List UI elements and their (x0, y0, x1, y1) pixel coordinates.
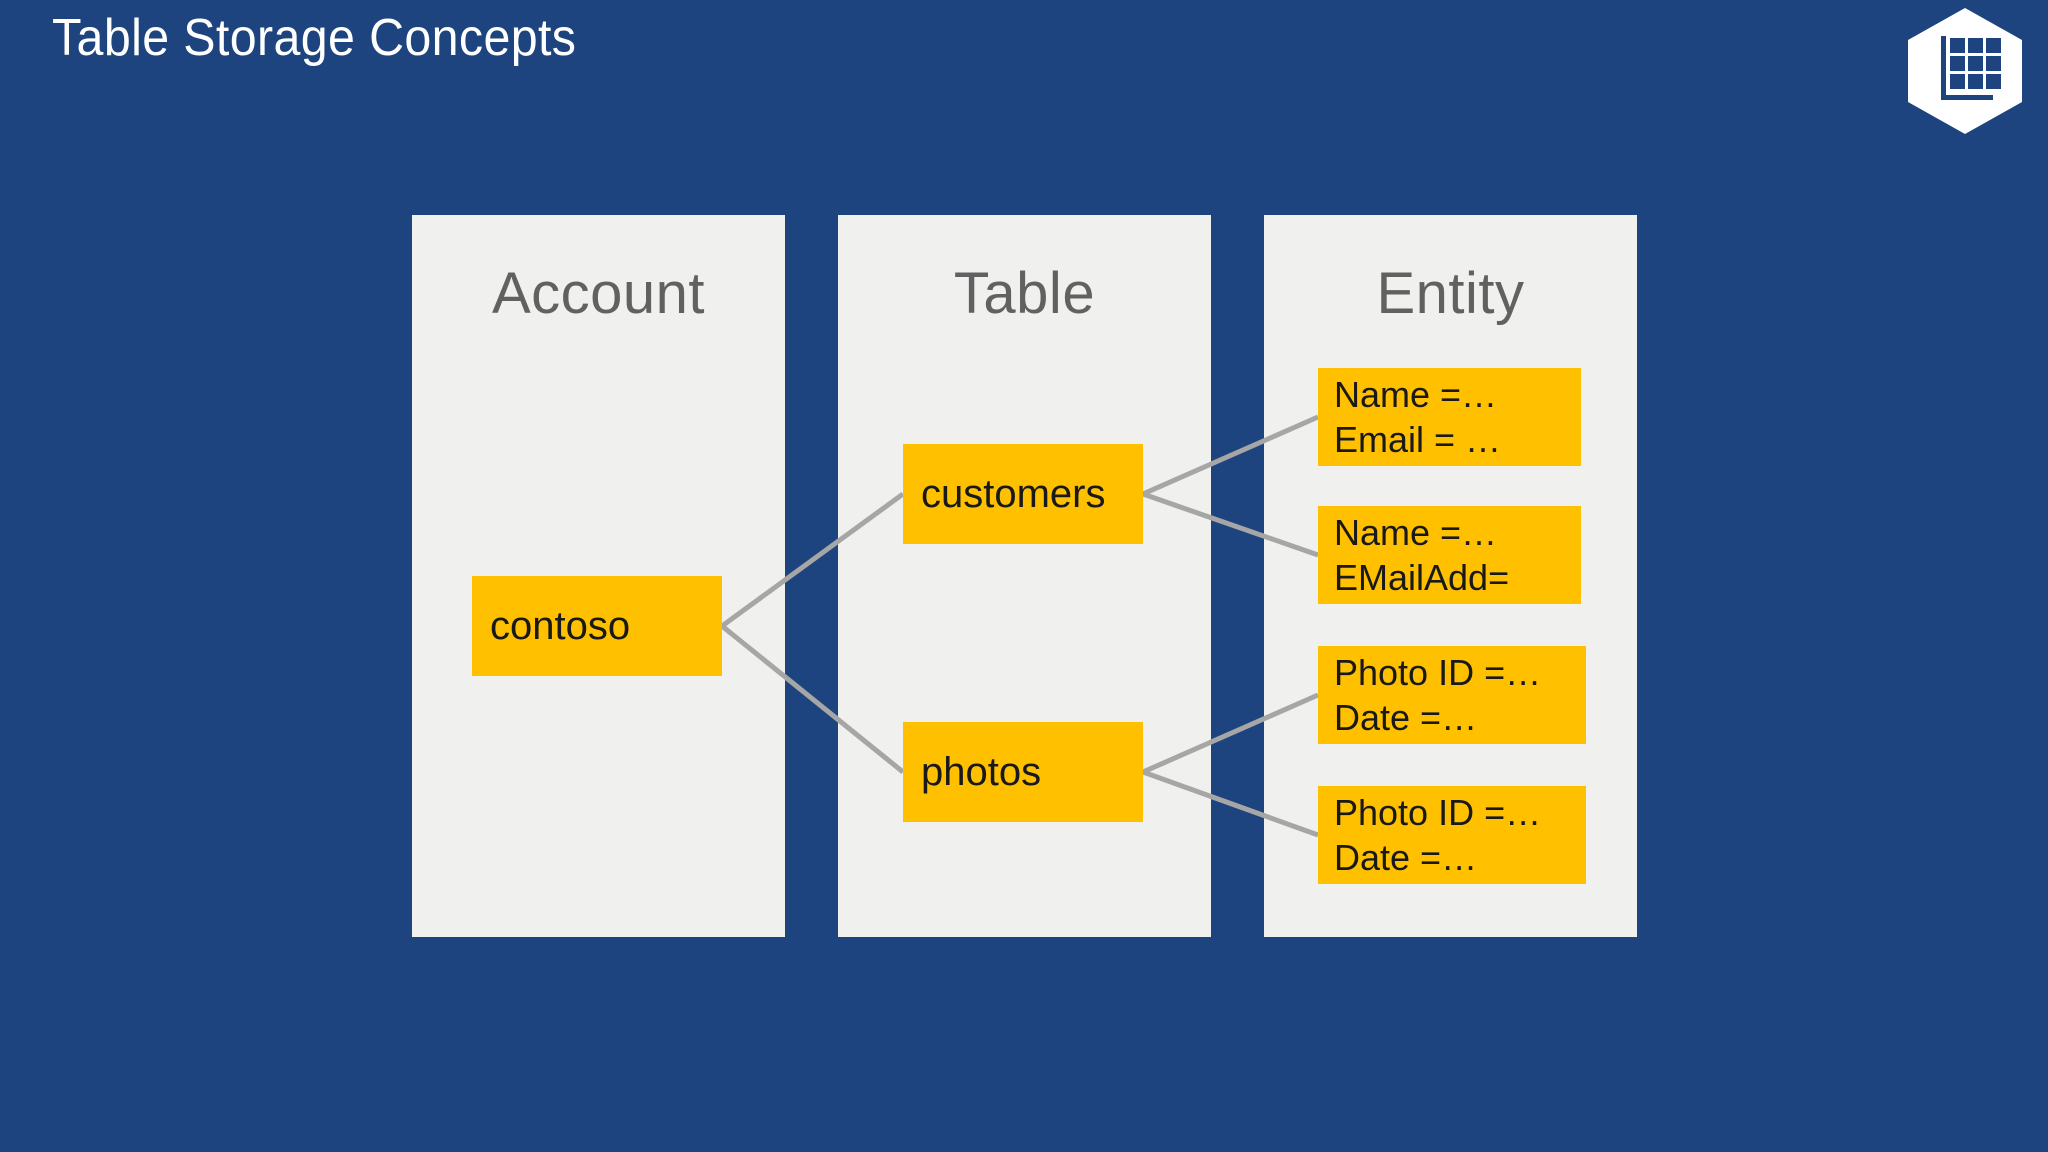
node-label-line2: Date =… (1334, 697, 1478, 738)
node-entity-1[interactable]: Name =… EMailAdd= (1318, 506, 1581, 604)
panel-table: Table (838, 215, 1211, 937)
node-label-line1: Photo ID =… (1334, 651, 1542, 693)
node-label-line1: Photo ID =… (1334, 791, 1542, 833)
node-photos[interactable]: photos (903, 722, 1143, 822)
node-label-line2: EMailAdd= (1334, 557, 1510, 598)
node-label: customers (921, 472, 1106, 516)
node-entity-2[interactable]: Photo ID =… Date =… (1318, 646, 1586, 744)
node-entity-3[interactable]: Photo ID =… Date =… (1318, 786, 1586, 884)
node-label-line1: Name =… (1334, 373, 1498, 415)
node-customers[interactable]: customers (903, 444, 1143, 544)
azure-table-storage-hexagon-icon (1908, 8, 2022, 134)
node-label: photos (921, 750, 1042, 794)
page-title: Table Storage Concepts (52, 9, 577, 67)
node-label-line1: Name =… (1334, 511, 1498, 553)
node-label: contoso (490, 604, 631, 648)
node-label-line2: Date =… (1334, 837, 1478, 878)
panel-header-table: Table (953, 261, 1096, 326)
node-contoso[interactable]: contoso (472, 576, 722, 676)
panel-header-entity: Entity (1376, 261, 1525, 326)
node-label-line2: Email = … (1334, 419, 1502, 460)
node-entity-0[interactable]: Name =… Email = … (1318, 368, 1581, 466)
panel-header-account: Account (491, 261, 706, 326)
